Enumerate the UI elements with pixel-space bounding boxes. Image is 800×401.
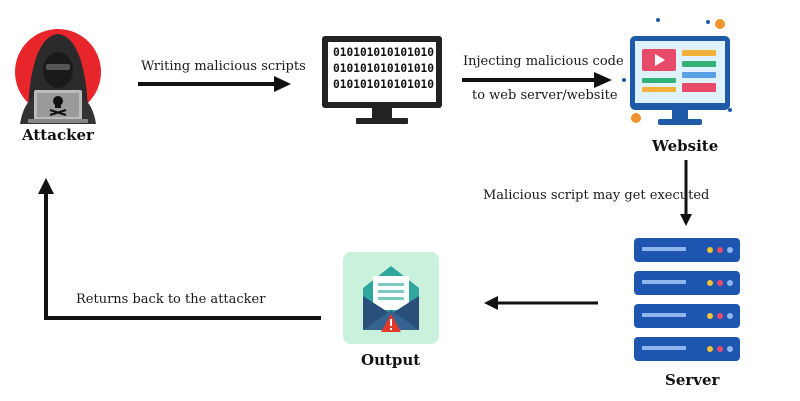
edge-label-writing: Writing malicious scripts [141, 59, 306, 74]
website-label: Website [652, 137, 719, 155]
attacker-node [8, 28, 108, 128]
edge-label-returns: Returns back to the attacker [76, 292, 266, 307]
arrow-executed [680, 160, 692, 226]
website-monitor-icon [622, 18, 732, 125]
edge-label-injecting-2: to web server/website [472, 88, 618, 103]
server-node [630, 236, 744, 366]
warning-envelope-icon [363, 266, 419, 332]
arrow-server-to-output [484, 296, 598, 310]
hooded-hacker-icon [15, 29, 101, 124]
server-label: Server [665, 371, 720, 389]
arrow-injecting [462, 72, 612, 88]
server-rack-icon [634, 238, 740, 361]
edge-label-injecting-1: Injecting malicious code [463, 54, 624, 69]
binary-line: 010101010101010 [333, 46, 435, 59]
binary-line: 010101010101010 [333, 62, 435, 75]
arrow-returns [38, 178, 321, 320]
binary-line: 010101010101010 [333, 78, 435, 91]
arrow-writing [138, 76, 291, 92]
binary-code-monitor-icon [322, 36, 442, 124]
attacker-label: Attacker [22, 126, 94, 144]
code-monitor-node [320, 34, 446, 130]
website-node [618, 16, 742, 132]
binary-text-block: 010101010101010 010101010101010 01010101… [333, 45, 434, 93]
output-node [343, 252, 439, 344]
output-label: Output [361, 351, 421, 369]
edge-label-executed: Malicious script may get executed [483, 188, 710, 203]
